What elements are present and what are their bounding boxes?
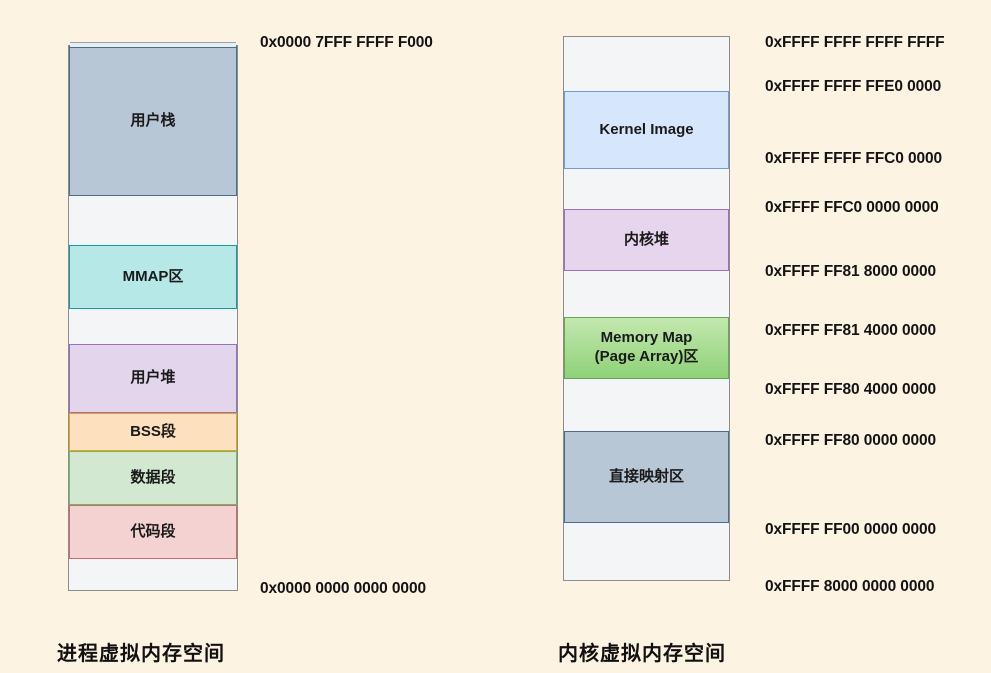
memory-gap-8: [564, 523, 729, 580]
kernel-address-label-6: 0xFFFF FF80 4000 0000: [765, 381, 937, 398]
kernel-address-label-5: 0xFFFF FF81 4000 0000: [765, 322, 937, 339]
memory-block-label: Kernel Image: [599, 120, 694, 138]
memory-block-label: 用户堆: [130, 369, 176, 387]
memory-gap-2: [564, 169, 729, 209]
memory-block-用户栈: 用户栈: [69, 42, 237, 196]
process-memory-column: 用户栈 MMAP区用户堆 BSS段数据段代码段: [68, 42, 238, 591]
memory-gap-4: [564, 271, 729, 317]
process-top-address: 0x0000 7FFF FFFF F000: [260, 34, 433, 51]
memory-block-memory-map--page-array-区: Memory Map(Page Array)区: [564, 317, 729, 379]
memory-block-直接映射区: 直接映射区: [564, 431, 729, 523]
process-memory-frame: 用户栈 MMAP区用户堆 BSS段数据段代码段: [68, 42, 238, 591]
memory-gap-0: [564, 37, 729, 91]
memory-block-label: 数据段: [130, 468, 176, 486]
memory-gap-3: [69, 309, 237, 344]
kernel-address-label-9: 0xFFFF 8000 0000 0000: [765, 578, 935, 595]
memory-block-label: 代码段: [130, 522, 176, 540]
kernel-address-label-1: 0xFFFF FFFF FFE0 0000: [765, 78, 942, 95]
kernel-address-label-2: 0xFFFF FFFF FFC0 0000: [765, 150, 943, 167]
memory-block-label: Memory Map(Page Array)区: [594, 329, 699, 365]
memory-block-代码段: 代码段: [69, 505, 237, 559]
memory-block-用户堆: 用户堆: [69, 344, 237, 413]
stack-top-rule: [70, 42, 236, 48]
memory-block-数据段: 数据段: [69, 451, 237, 505]
memory-gap-1: [69, 196, 237, 245]
kernel-address-label-0: 0xFFFF FFFF FFFF FFFF: [765, 34, 945, 51]
kernel-memory-column: Kernel Image 内核堆 Memory Map(Page Array)区直接…: [563, 36, 730, 581]
memory-block-mmap区: MMAP区: [69, 245, 237, 309]
memory-block-内核堆: 内核堆: [564, 209, 729, 271]
kernel-memory-frame: Kernel Image 内核堆 Memory Map(Page Array)区直接…: [563, 36, 730, 581]
memory-block-label: MMAP区: [122, 267, 184, 285]
memory-block-kernel-image: Kernel Image: [564, 91, 729, 169]
process-memory-caption: 进程虚拟内存空间: [57, 643, 225, 665]
kernel-address-label-7: 0xFFFF FF80 0000 0000: [765, 432, 937, 449]
memory-gap-8: [69, 559, 237, 590]
memory-block-label: BSS段: [130, 422, 176, 440]
kernel-memory-caption: 内核虚拟内存空间: [558, 643, 726, 665]
kernel-address-label-8: 0xFFFF FF00 0000 0000: [765, 521, 937, 538]
memory-block-label: 用户栈: [130, 111, 176, 129]
memory-block-bss段: BSS段: [69, 413, 237, 451]
memory-block-label: 直接映射区: [608, 467, 684, 485]
kernel-address-label-4: 0xFFFF FF81 8000 0000: [765, 263, 937, 280]
memory-block-label: 内核堆: [623, 230, 669, 248]
memory-gap-6: [564, 379, 729, 431]
kernel-address-label-3: 0xFFFF FFC0 0000 0000: [765, 199, 939, 216]
process-bottom-address: 0x0000 0000 0000 0000: [260, 580, 426, 597]
